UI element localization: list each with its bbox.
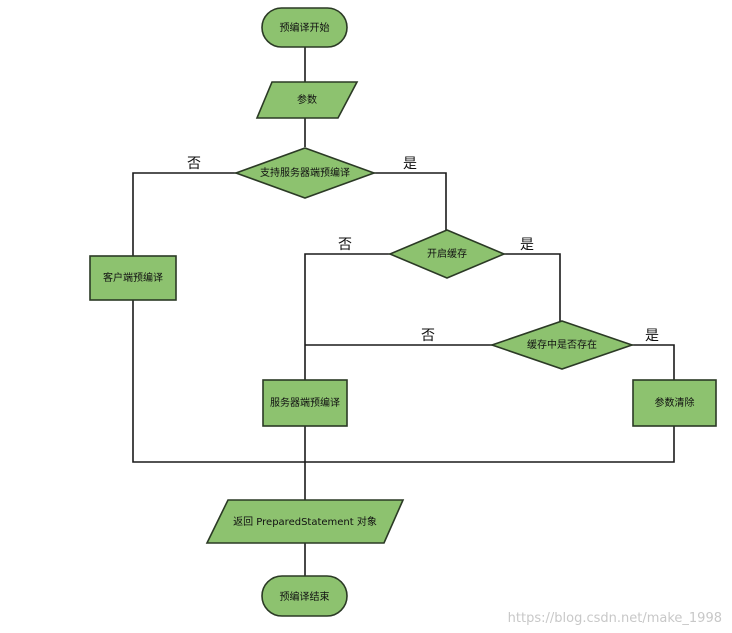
support-yes-label: 是 <box>403 156 417 172</box>
cache-yes-label: 是 <box>520 237 534 253</box>
edge-client-merge <box>132 300 305 463</box>
start-node: 预编译开始 <box>261 7 348 48</box>
in-cache-decision: 缓存中是否存在 <box>489 320 635 370</box>
support-server-prepare-decision: 支持服务器端预编译 <box>233 147 377 199</box>
client-prepare-label: 客户端预编译 <box>103 271 163 284</box>
enable-cache-label: 开启缓存 <box>427 247 467 260</box>
params-node: 参数 <box>255 81 359 119</box>
support-server-prepare-label: 支持服务器端预编译 <box>260 166 350 179</box>
edge-clear-merge <box>305 426 675 463</box>
param-clear-label: 参数清除 <box>655 396 695 409</box>
params-label: 参数 <box>297 93 317 106</box>
start-label: 预编译开始 <box>280 21 330 34</box>
end-node: 预编译结束 <box>261 575 348 617</box>
edge-cache-yes <box>503 253 561 322</box>
exists-no-label: 否 <box>421 328 435 344</box>
param-clear-node: 参数清除 <box>632 379 717 427</box>
support-no-label: 否 <box>187 156 201 172</box>
edge-exists-yes <box>631 344 675 380</box>
exists-yes-label: 是 <box>645 328 659 344</box>
in-cache-label: 缓存中是否存在 <box>527 338 597 351</box>
return-statement-label: 返回 PreparedStatement 对象 <box>233 515 377 528</box>
connector-lines <box>132 47 675 576</box>
server-prepare-label: 服务器端预编译 <box>270 396 340 409</box>
client-prepare-node: 客户端预编译 <box>89 255 177 301</box>
edge-support-yes <box>373 172 447 230</box>
watermark-text: https://blog.csdn.net/make_1998 <box>508 611 722 626</box>
server-prepare-node: 服务器端预编译 <box>262 379 348 427</box>
enable-cache-decision: 开启缓存 <box>387 229 507 279</box>
end-label: 预编译结束 <box>280 590 330 603</box>
edge-support-no <box>132 172 238 256</box>
edge-cache-no <box>304 253 391 380</box>
return-statement-node: 返回 PreparedStatement 对象 <box>205 499 405 544</box>
cache-no-label: 否 <box>338 237 352 253</box>
